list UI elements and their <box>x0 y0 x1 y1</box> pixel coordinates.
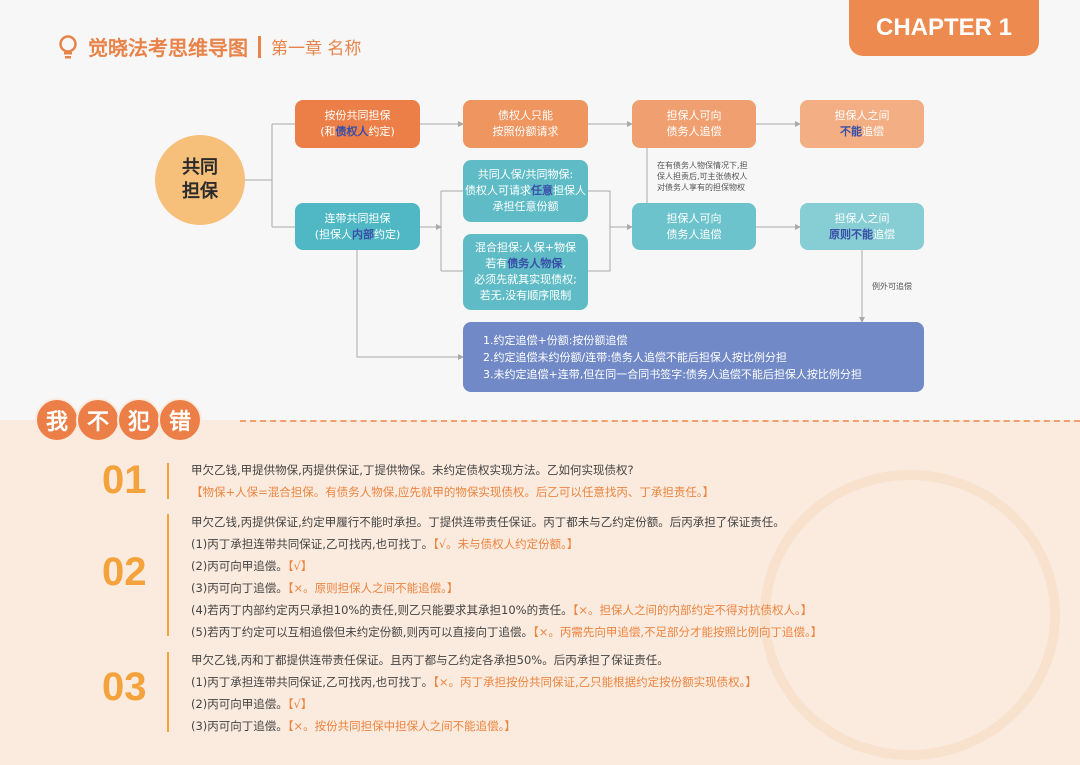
answer-line: (2)丙可向甲追偿。【√】 <box>191 697 313 711</box>
note-debtor-collateral: 在有债务人物保情况下,担保人担责后,可主张债权人对债务人享有的担保物权 <box>657 161 748 192</box>
mistakes-title: 我不犯错 <box>35 398 202 442</box>
mistake-item-01: 甲欠乙钱,甲提供物保,丙提供保证,丁提供物保。未约定债权实现方法。乙如何实现债权… <box>191 459 714 503</box>
title-char: 犯 <box>117 398 161 442</box>
question: 甲欠乙钱,甲提供物保,丙提供保证,丁提供物保。未约定债权实现方法。乙如何实现债权… <box>191 463 634 477</box>
node-text: 按照份额请求 <box>492 125 559 138</box>
mistake-item-03: 甲欠乙钱,丙和丁都提供连带责任保证。且丙丁都与乙约定各承担50%。后丙承担了保证… <box>191 649 757 737</box>
connector-lines <box>245 121 865 360</box>
node-text: 承担任意份额 <box>492 200 559 213</box>
node-text: (担保人内部约定) <box>314 227 401 241</box>
node-text: 若有债务人物保, <box>485 257 566 270</box>
dashed-divider <box>240 420 1080 422</box>
node-text: 担保人可向 <box>666 211 722 225</box>
title-divider <box>258 35 261 58</box>
node-text: 必须先就其实现债权; <box>474 273 577 286</box>
node-principle-no-recourse: 担保人之间 原则不能追偿 <box>800 203 924 250</box>
node-text: 债权人可请求任意担保人 <box>465 184 586 197</box>
node-creditor-by-share: 债权人只能按照份额请求 <box>463 100 588 148</box>
answer-line: (1)丙丁承担连带共同保证,乙可找丙,也可找丁。【×。丙丁承担按份共同保证,乙只… <box>191 675 757 689</box>
answer-line: (3)丙可向丁追偿。【×。按份共同担保中担保人之间不能追偿。】 <box>191 719 516 733</box>
node-proportional-guarantee: 按份共同担保 (和债权人约定) <box>295 100 420 148</box>
summary-line: 2.约定追偿未约份额/连带:债务人追偿不能后担保人按比例分担 <box>483 350 787 364</box>
note-exception: 例外可追偿 <box>872 282 912 291</box>
question: 甲欠乙钱,丙和丁都提供连带责任保证。且丙丁都与乙约定各承担50%。后丙承担了保证… <box>191 653 669 667</box>
item-number: 02 <box>102 550 147 594</box>
summary-box: 1.约定追偿+份额:按份额追偿 2.约定追偿未约份额/连带:债务人追偿不能后担保… <box>463 322 924 392</box>
node-text: 债务人追偿 <box>666 125 722 138</box>
node-text: 担保人可向 <box>666 109 722 122</box>
item-divider <box>167 514 169 636</box>
item-divider <box>167 652 169 732</box>
answer-line: (5)若丙丁约定可以互相追偿但未约定份额,则丙可以直接向丁追偿。【×。丙需先向甲… <box>191 625 823 639</box>
root-line-2: 担保 <box>182 181 218 202</box>
item-number: 03 <box>102 665 147 709</box>
node-text: 若无,没有顺序限制 <box>479 289 572 302</box>
app-title: 觉晓法考思维导图 <box>88 36 248 60</box>
question: 甲欠乙钱,丙提供保证,约定甲履行不能时承担。丁提供连带责任保证。丙丁都未与乙约定… <box>191 515 785 529</box>
chapter-name: 第一章 名称 <box>271 39 362 59</box>
node-text: 不能追偿 <box>840 125 884 138</box>
node-text: 债务人追偿 <box>666 227 722 241</box>
root-line-1: 共同 <box>182 157 218 178</box>
summary-line: 3.未约定追偿+连带,但在同一合同书签字:债务人追偿不能后担保人按比例分担 <box>483 367 862 381</box>
node-mixed-guarantee: 混合担保:人保+物保 若有债务人物保, 必须先就其实现债权; 若无,没有顺序限制 <box>463 234 588 310</box>
answer-line: (2)丙可向甲追偿。【√】 <box>191 559 313 573</box>
node-text: 混合担保:人保+物保 <box>475 241 576 254</box>
node-text: 债权人只能 <box>498 109 553 122</box>
answer-line: (3)丙可向丁追偿。【×。原则担保人之间不能追偿。】 <box>191 581 459 595</box>
title-char: 不 <box>76 398 120 442</box>
chapter-badge: CHAPTER 1 <box>849 0 1039 56</box>
node-text: 共同人保/共同物保: <box>477 168 574 181</box>
item-divider <box>167 463 169 499</box>
item-number: 01 <box>102 458 147 502</box>
lightbulb-icon <box>58 34 78 59</box>
node-no-recourse: 担保人之间 不能追偿 <box>800 100 924 148</box>
node-text: 按份共同担保 <box>324 109 391 122</box>
node-text: (和债权人约定) <box>320 125 395 138</box>
answer-line: (4)若丙丁内部约定丙只承担10%的责任,则乙只能要求其承担10%的责任。【×。… <box>191 603 813 617</box>
node-recourse-debtor-1: 担保人可向债务人追偿 <box>632 100 756 148</box>
title-char: 我 <box>35 398 79 442</box>
node-text: 担保人之间 <box>834 109 890 122</box>
page-header: 觉晓法考思维导图 第一章 名称 <box>58 32 361 61</box>
root-node-joint-guarantee: 共同担保 <box>155 135 245 225</box>
mistake-item-02: 甲欠乙钱,丙提供保证,约定甲履行不能时承担。丁提供连带责任保证。丙丁都未与乙约定… <box>191 511 822 643</box>
title-char: 错 <box>158 398 202 442</box>
node-recourse-debtor-2: 担保人可向债务人追偿 <box>632 203 756 250</box>
summary-line: 1.约定追偿+份额:按份额追偿 <box>483 333 628 347</box>
node-text: 连带共同担保 <box>324 211 391 225</box>
node-joint-several-guarantee: 连带共同担保 (担保人内部约定) <box>295 203 420 250</box>
node-text: 担保人之间 <box>834 211 890 225</box>
watermark-face <box>760 470 1060 760</box>
answer-line: 【物保+人保=混合担保。有债务人物保,应先就甲的物保实现债权。后乙可以任意找丙、… <box>191 485 715 499</box>
answer-line: (1)丙丁承担连带共同保证,乙可找丙,也可找丁。【√。未与债权人约定份额。】 <box>191 537 579 551</box>
node-text: 原则不能追偿 <box>829 227 895 241</box>
node-joint-personal-property: 共同人保/共同物保: 债权人可请求任意担保人 承担任意份额 <box>463 160 588 222</box>
